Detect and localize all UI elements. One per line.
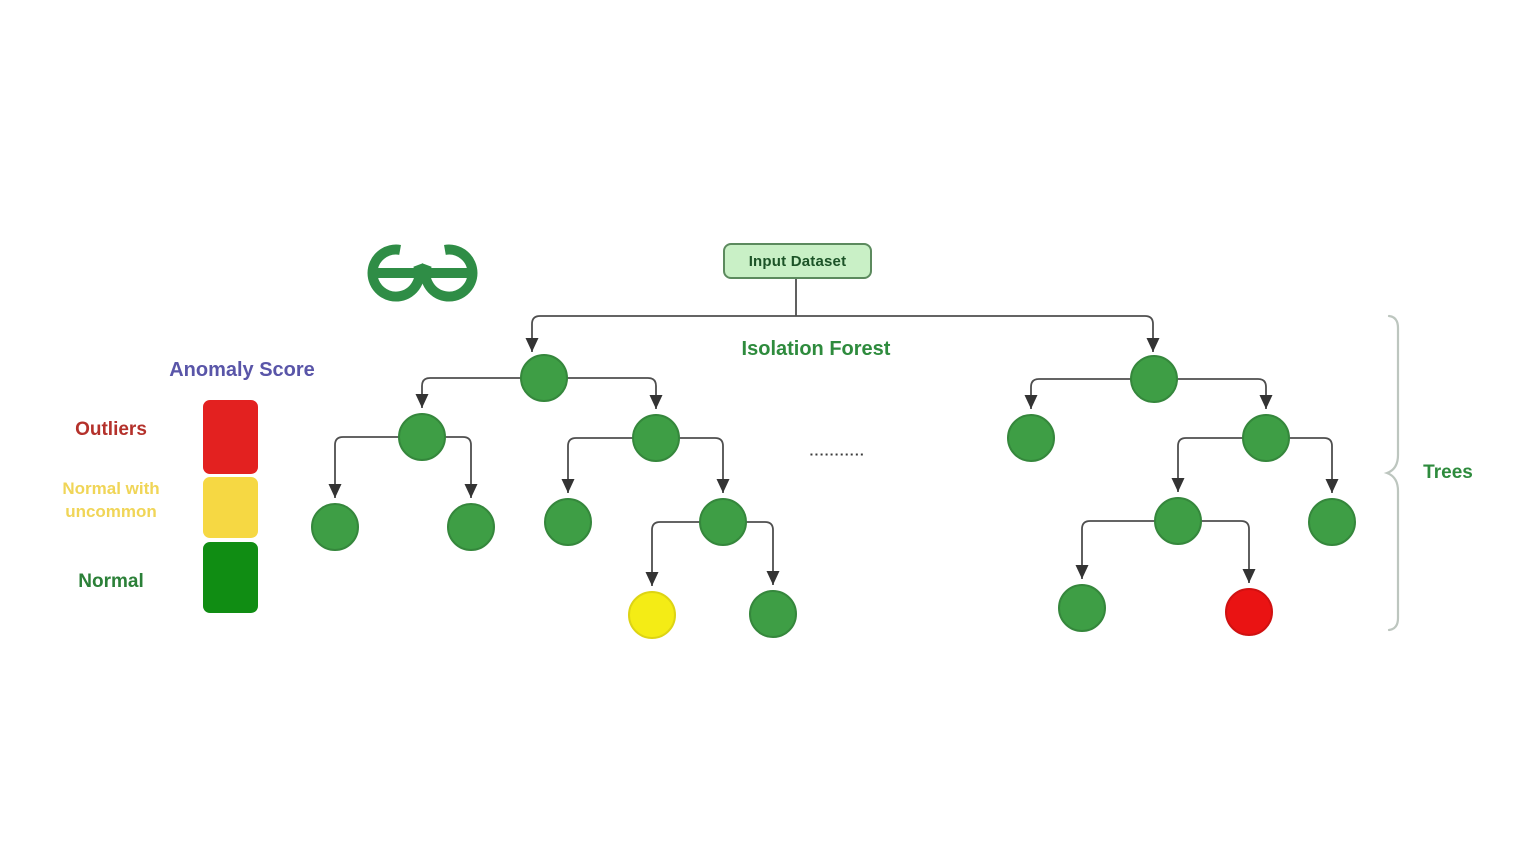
tree-node-normal [1308,498,1356,546]
tree-node-normal [1007,414,1055,462]
legend-label-normal: Normal [78,571,144,592]
tree-edge [1177,378,1273,409]
tree-node-normal [1242,414,1290,462]
legend-swatch-outliers [203,400,258,474]
tree-edge [746,521,780,585]
legend-label-outliers: Outliers [75,419,147,440]
tree-node-normal [1130,355,1178,403]
tree-edge [445,436,478,498]
tree-1-edges [328,377,780,586]
tree-node-normal [544,498,592,546]
tree-node-normal [447,503,495,551]
tree-edge [561,437,633,493]
input-dataset-box: Input Dataset [723,243,872,279]
legend-label-normal-uncommon: Normal with uncommon [62,479,160,521]
tree-edge [1024,378,1131,409]
isolation-forest-label: Isolation Forest [741,338,891,360]
tree-node-normal [1058,584,1106,632]
tree-node-normal [398,413,446,461]
tree-nodes [311,354,1356,639]
tree-edge [567,377,663,409]
tree-2-edges [1024,378,1339,583]
trees-brace [1383,314,1400,632]
legend-title: Anomaly Score [169,359,315,381]
logo-bar [368,268,477,278]
tree-edge [1289,437,1339,493]
tree-node-normal [699,498,747,546]
ellipsis-dots: ▪▪▪▪▪▪▪▪▪▪▪ [810,450,866,459]
tree-node-normal [311,503,359,551]
tree-node-normal [1154,497,1202,545]
tree-edge [679,437,730,493]
root-connector-right [796,315,1160,352]
root-connector-left [525,315,796,352]
tree-node-uncommon [628,591,676,639]
tree-1-nodes [311,354,797,639]
tree-node-outlier [1225,588,1273,636]
tree-node-normal [632,414,680,462]
tree-node-normal [749,590,797,638]
geeksforgeeks-logo-icon [367,244,478,302]
logo-left-g [367,244,425,302]
legend-swatch-normal-uncommon [203,477,258,538]
tree-edge [1075,520,1155,579]
tree-edge [1201,520,1256,583]
tree-edge [328,436,399,498]
tree-connectors [328,279,1339,586]
tree-edge [1171,437,1243,492]
trees-label: Trees [1423,462,1473,483]
tree-node-normal [520,354,568,402]
tree-2-nodes [1007,355,1356,636]
legend-swatch-normal [203,542,258,613]
logo-right-g [420,244,478,302]
input-dataset-label: Input Dataset [748,252,847,270]
tree-edge [645,521,700,586]
tree-edge [415,377,521,408]
